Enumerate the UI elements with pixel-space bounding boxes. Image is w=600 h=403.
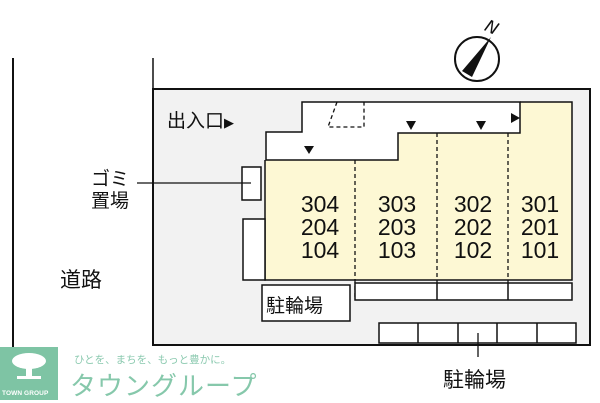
door-arrow-icon [406, 121, 416, 130]
unit-number: 302 [453, 191, 493, 217]
logo-slogan: ひとを、まちを、もっと豊かに。 [74, 354, 232, 366]
unit-number: 203 [377, 214, 417, 240]
town-group-logo: TOWN GROUP [0, 347, 58, 400]
logo-mark-text: TOWN GROUP [2, 390, 49, 397]
door-arrow-icon [511, 113, 520, 123]
unit-number: 201 [520, 214, 560, 240]
entrance-arrow-icon: ▶ [224, 116, 235, 131]
door-arrow-icon [476, 121, 486, 130]
building-footprint [265, 102, 572, 280]
stairs [327, 101, 365, 128]
unit-number: 301 [520, 191, 560, 217]
unit-number: 103 [377, 237, 417, 263]
entrance-text: 出入口 [167, 110, 225, 132]
unit-number: 101 [520, 237, 560, 263]
bicycle-parking-outer-label: 駐輪場 [443, 368, 506, 392]
unit-column-1: 301 201 101 [510, 193, 570, 262]
garbage-label-line1: ゴミ [91, 168, 130, 190]
unit-column-4: 304 204 104 [290, 193, 350, 262]
tree-icon [12, 353, 46, 379]
unit-number: 202 [453, 214, 493, 240]
corridor [265, 101, 521, 161]
bicycle-parking-inner-label: 駐輪場 [266, 295, 324, 317]
unit-column-3: 303 203 103 [367, 193, 427, 262]
bicycle-parking-box [261, 284, 351, 322]
logo-brand-name: タウングループ [70, 372, 258, 402]
unit-number: 303 [377, 191, 417, 217]
entrance-label: 出入口▶ [167, 106, 234, 133]
garbage-label-line2: 置場 [91, 190, 130, 212]
unit-number: 104 [300, 237, 340, 263]
road-label: 道路 [60, 268, 102, 292]
unit-number: 102 [453, 237, 493, 263]
garbage-label: ゴミ 置場 [91, 168, 129, 212]
compass-north-icon [454, 36, 500, 82]
unit-number: 304 [300, 191, 340, 217]
side-structure [242, 218, 266, 281]
unit-number: 204 [300, 214, 340, 240]
unit-column-2: 302 202 102 [443, 193, 503, 262]
balcony [354, 282, 573, 301]
door-arrow-icon [304, 146, 314, 154]
